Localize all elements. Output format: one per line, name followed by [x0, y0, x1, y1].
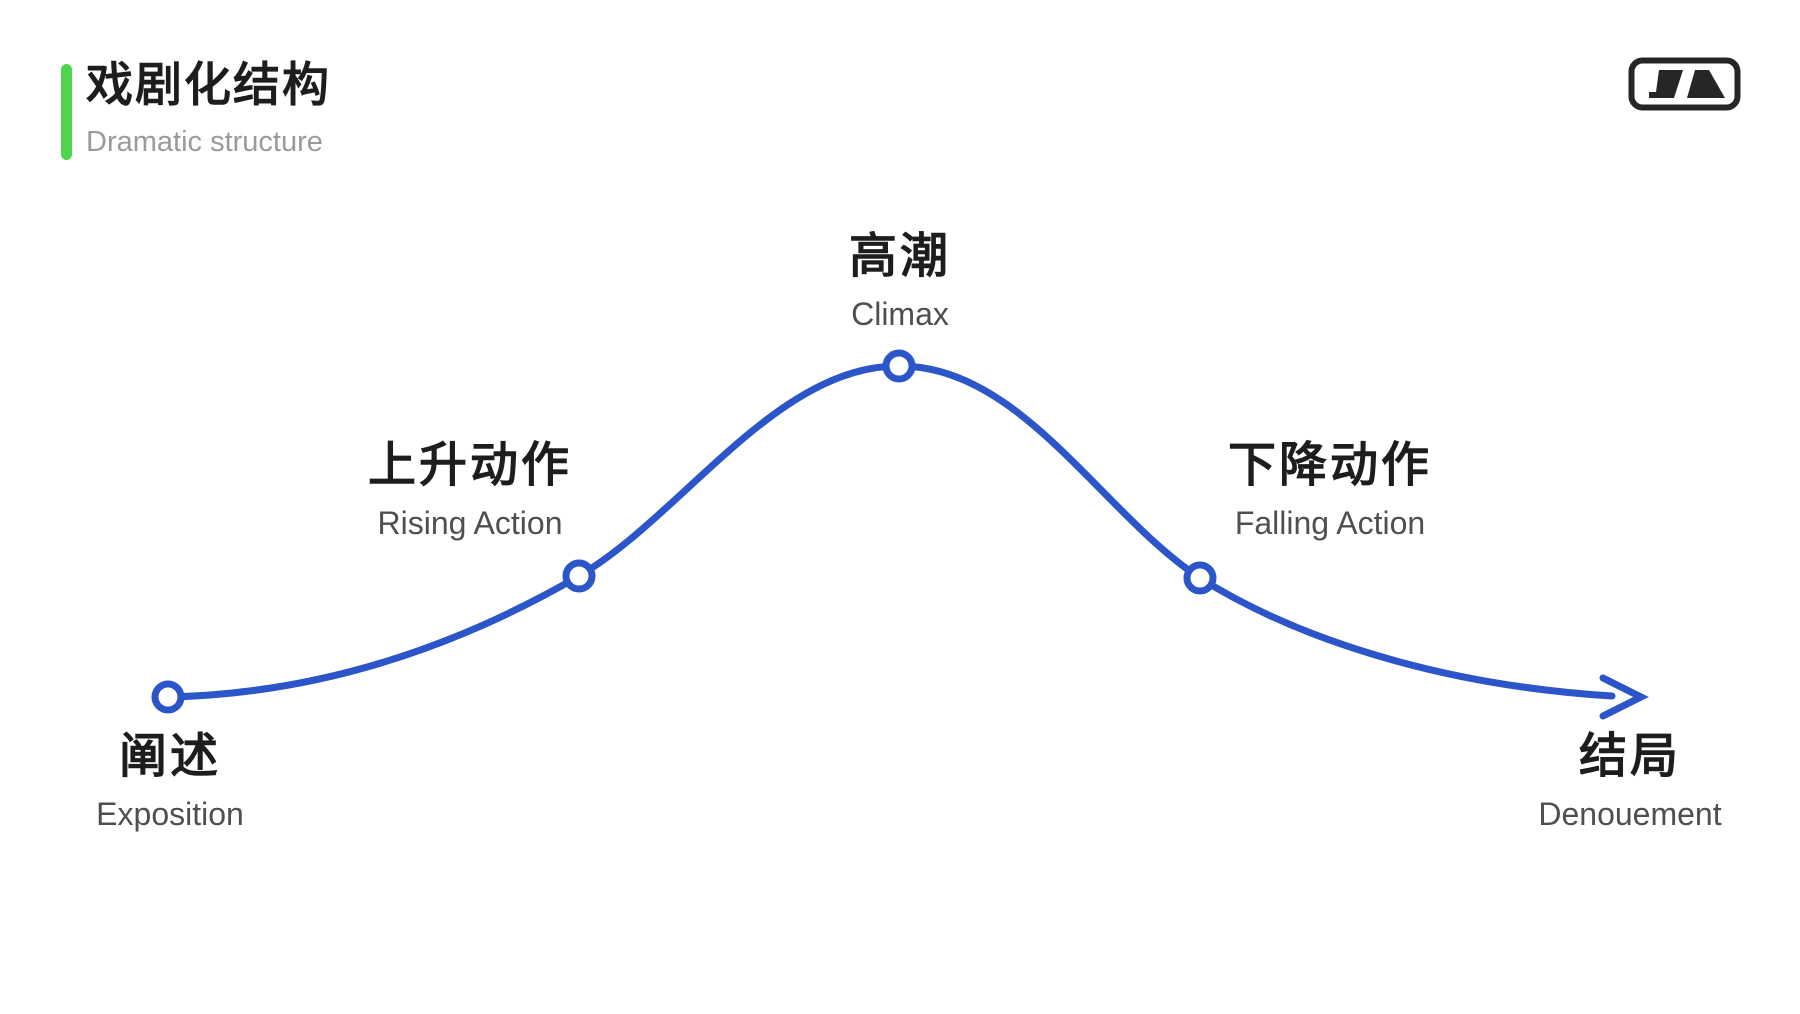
stage-name-cn: 上升动作 [367, 439, 573, 492]
stage-name-en: Denouement [1538, 795, 1722, 832]
mountain-logo-icon [1628, 57, 1741, 111]
stage-name-en: Rising Action [377, 504, 563, 541]
stage-label-climax: 高潮 Climax [848, 230, 952, 332]
page-subtitle: Dramatic structure [86, 126, 323, 158]
arrow-head-icon [1599, 674, 1649, 720]
stage-name-cn: 下降动作 [1227, 439, 1433, 492]
stage-point-climax [882, 349, 916, 383]
stage-point-rising [562, 559, 596, 593]
stage-label-falling-action: 下降动作 Falling Action [1227, 439, 1433, 541]
stage-name-cn: 阐述 [118, 730, 222, 783]
stage-label-denouement: 结局 Denouement [1538, 730, 1722, 832]
stage-name-en: Climax [851, 295, 949, 332]
stage-name-en: Exposition [96, 795, 244, 832]
page-title: 戏剧化结构 [86, 58, 331, 111]
stage-label-rising-action: 上升动作 Rising Action [367, 439, 573, 541]
stage-point-falling [1183, 561, 1217, 595]
stage-point-exposition [151, 680, 185, 714]
title-accent-bar [61, 64, 72, 160]
stage-name-cn: 结局 [1578, 730, 1682, 783]
stage-name-cn: 高潮 [848, 230, 952, 283]
stage-name-en: Falling Action [1234, 504, 1426, 541]
stage-label-exposition: 阐述 Exposition [96, 730, 244, 832]
